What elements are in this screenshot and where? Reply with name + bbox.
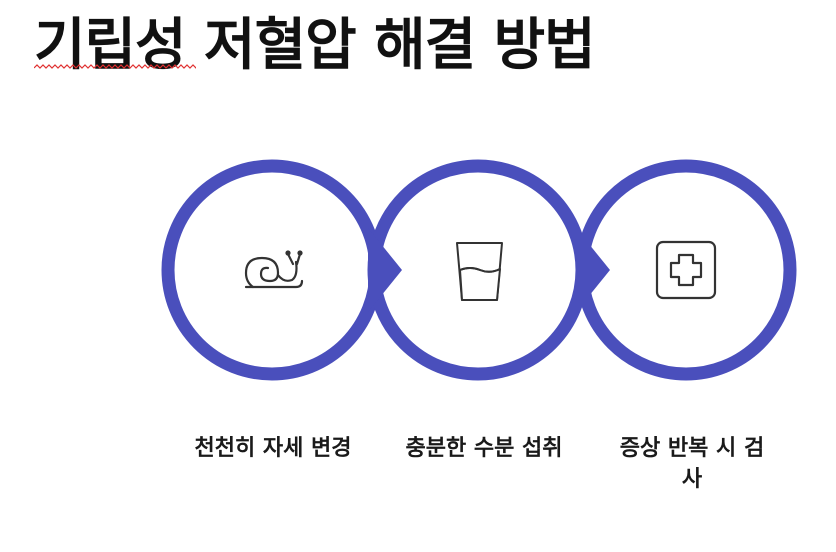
page-title: 기립성 저혈압 해결 방법 bbox=[34, 13, 596, 78]
step-1-label: 천천히 자세 변경 bbox=[194, 436, 352, 461]
snail-icon bbox=[244, 250, 304, 289]
spellcheck-underline bbox=[34, 64, 196, 69]
step-2-label: 충분한 수분 섭취 bbox=[405, 436, 563, 461]
step-1-ring bbox=[161, 159, 383, 381]
step-3-label: 증상 반복 시 검사 bbox=[619, 436, 765, 492]
medical-cross-icon bbox=[655, 240, 717, 300]
water-glass-icon bbox=[456, 242, 503, 301]
step-3-ring bbox=[575, 159, 797, 381]
